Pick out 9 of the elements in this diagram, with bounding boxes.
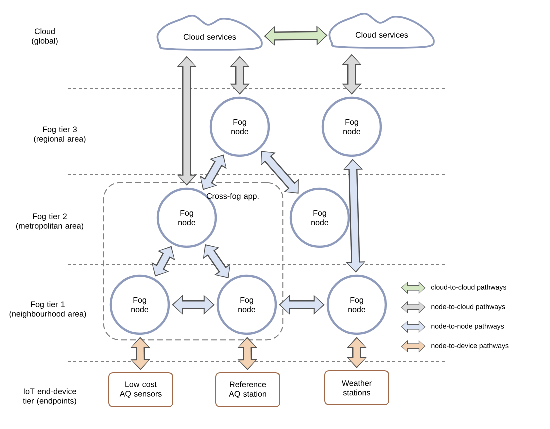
tier-label: Fog tier 3 (regional area) [34,126,86,144]
device-box: Reference AQ station [216,372,280,408]
tier-label: Fog tier 2 (metropolitan area) [16,214,84,230]
tier-label: Cloud (global) [32,28,58,46]
tier-label: Fog tier 1 (neighbourhood area) [10,302,86,318]
tier-label: IoT end-device tier (endpoints) [23,388,76,406]
device-box: Low cost AQ sensors [108,372,174,408]
device-box: Weather stations [324,370,390,406]
double-arrow [261,151,299,194]
